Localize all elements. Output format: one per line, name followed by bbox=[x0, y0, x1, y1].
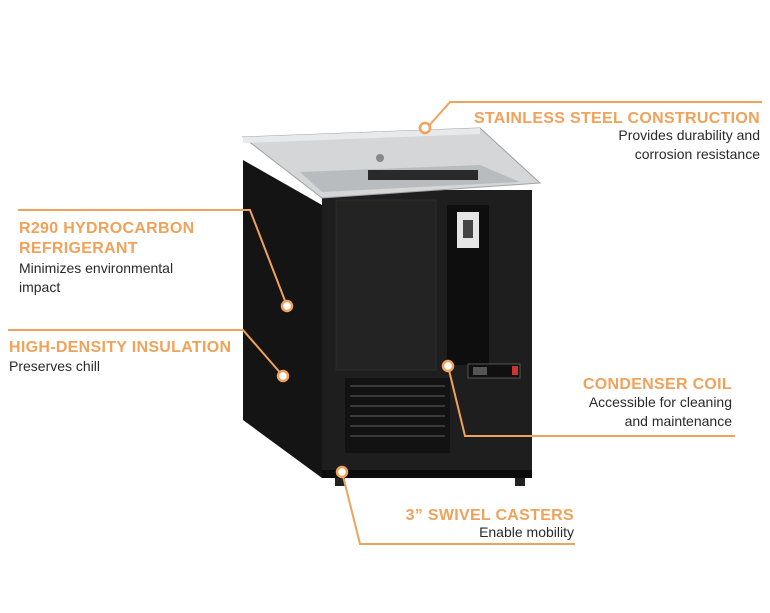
insulation-title: HIGH-DENSITY INSULATION bbox=[9, 339, 232, 356]
refrigerant-title-line1: R290 HYDROCARBON bbox=[19, 220, 195, 237]
insulation-marker bbox=[276, 369, 290, 383]
insulation-desc: Preserves chill bbox=[9, 358, 101, 374]
condenser-title: CONDENSER COIL bbox=[582, 376, 732, 393]
refrigerant-leader-line bbox=[18, 209, 288, 307]
power-switch bbox=[512, 366, 518, 375]
refrigerant-marker bbox=[280, 299, 294, 313]
caster bbox=[335, 478, 345, 486]
condenser-desc-line1: Accessible for cleaning bbox=[588, 394, 732, 410]
opener-slot bbox=[463, 220, 473, 238]
refrigerant-desc-line2: impact bbox=[19, 279, 61, 295]
casters-title: 3” SWIVEL CASTERS bbox=[405, 507, 574, 524]
casters-marker bbox=[335, 465, 349, 479]
callout-lines bbox=[8, 101, 762, 545]
refrigerant-title-line2: REFRIGERANT bbox=[19, 240, 138, 257]
callout-dots bbox=[276, 121, 455, 479]
stainless-desc-line1: Provides durability and bbox=[618, 127, 760, 143]
casters-desc: Enable mobility bbox=[479, 524, 574, 540]
lock-icon bbox=[376, 154, 384, 162]
condenser-marker bbox=[441, 359, 455, 373]
caster bbox=[515, 478, 525, 486]
thermostat-readout bbox=[473, 367, 487, 375]
stainless-title: STAINLESS STEEL CONSTRUCTION bbox=[473, 110, 760, 127]
cabinet-base bbox=[322, 470, 532, 478]
condenser-desc-line2: and maintenance bbox=[624, 413, 732, 429]
refrigerant-desc-line1: Minimizes environmental bbox=[19, 260, 174, 276]
lid-handle bbox=[368, 170, 478, 180]
front-panel bbox=[335, 199, 437, 371]
insulation-leader-line bbox=[8, 329, 284, 377]
stainless-leader-line bbox=[426, 101, 762, 129]
cabinet-side bbox=[243, 160, 322, 478]
stainless-marker bbox=[418, 121, 432, 135]
stainless-desc-line2: corrosion resistance bbox=[634, 146, 760, 162]
casters-leader-line bbox=[341, 471, 575, 545]
condenser-leader-line bbox=[447, 365, 735, 437]
